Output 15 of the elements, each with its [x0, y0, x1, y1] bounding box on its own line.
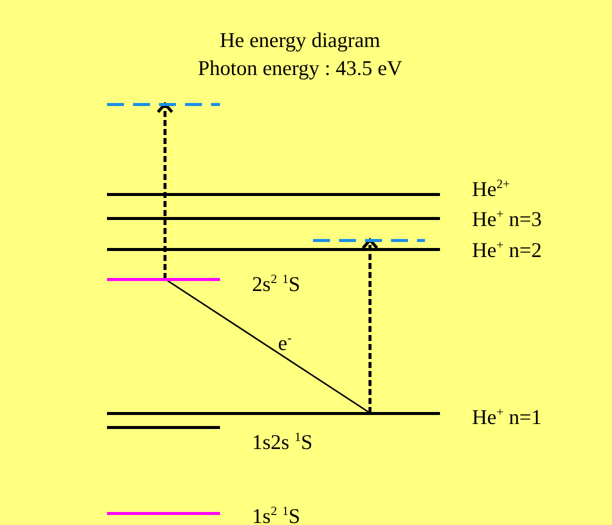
diagram-title: He energy diagram — [218, 28, 382, 52]
level-label: 1s$^{2}$ $^{1}$S — [252, 503, 300, 525]
arrow — [362, 238, 378, 413]
level-label: 1s2s $^{1}$S — [252, 429, 313, 454]
subtitle: Photon energy : 43.5 eV — [196, 56, 404, 80]
connector-line — [164, 278, 370, 414]
edge-label: e$^{-}$ — [278, 330, 292, 355]
level-label: He$^{2+}$ — [472, 176, 510, 201]
level-label: He$^{+}$ n=1 — [472, 404, 542, 429]
level-label: 2s$^{2}$ $^{1}$S — [252, 271, 300, 296]
dashed-energy-level — [107, 103, 220, 106]
dashed-energy-level — [313, 239, 425, 242]
arrow — [156, 102, 174, 279]
level-label: He$^{+}$ n=3 — [472, 206, 542, 231]
level-label: He$^{+}$ n=2 — [472, 237, 542, 262]
